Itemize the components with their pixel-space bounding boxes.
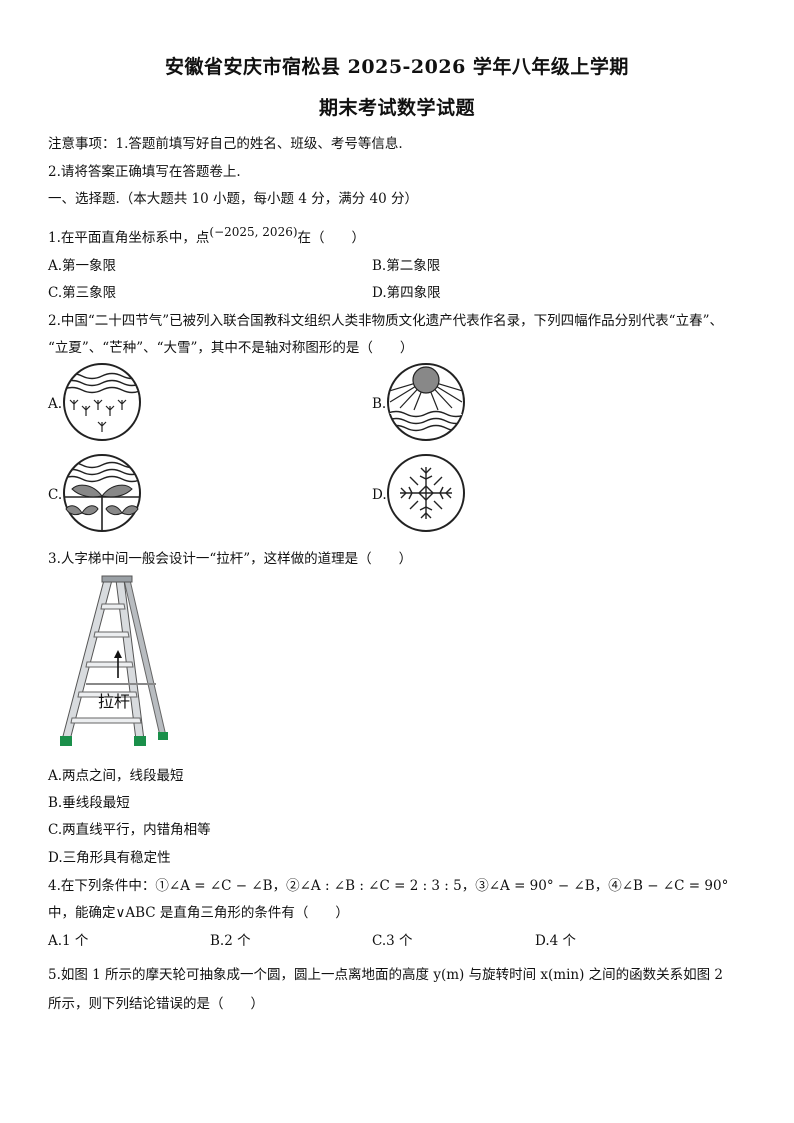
- q4-stem-2: 中，能确定∨ABC 是直角三角形的条件有（ ）: [48, 905, 349, 921]
- notice-1: 注意事项：1.答题前填写好自己的姓名、班级、考号等信息.: [48, 136, 403, 152]
- q1-option-d[interactable]: D.第四象限: [372, 285, 441, 301]
- q2-label-b[interactable]: B.: [372, 396, 387, 412]
- ladder-rod-label: 拉杆: [98, 692, 131, 711]
- q4-option-a[interactable]: A.1 个: [48, 933, 89, 949]
- notice-2: 2.请将答案正确填写在答题卷上.: [48, 164, 241, 180]
- page-title: 安徽省安庆市宿松县 2025-2026 学年八年级上学期: [165, 56, 629, 78]
- figure-c-grain-icon: [63, 454, 141, 532]
- q4-option-c[interactable]: C.3 个: [372, 933, 413, 949]
- q1-stem: 1.在平面直角坐标系中，点(−2025, 2026)在（ ）: [48, 225, 366, 246]
- q5-stem-1: 5.如图 1 所示的摩天轮可抽象成一个圆，圆上一点离地面的高度 y(m) 与旋转…: [48, 967, 724, 983]
- section-heading: 一、选择题.（本大题共 10 小题，每小题 4 分，满分 40 分）: [48, 191, 418, 207]
- q1-point: (−2025, 2026): [209, 225, 298, 239]
- q5-stem-2: 所示，则下列结论错误的是（ ）: [48, 996, 264, 1012]
- q1-option-a[interactable]: A.第一象限: [48, 258, 117, 274]
- q4-option-b[interactable]: B.2 个: [210, 933, 251, 949]
- q2-stem-1: 2.中国“二十四节气”已被列入联合国教科文组织人类非物质文化遗产代表作名录，下列…: [48, 313, 723, 329]
- q4-option-d[interactable]: D.4 个: [535, 933, 577, 949]
- q3-stem: 3.人字梯中间一般会设计一“拉杆”，这样做的道理是（ ）: [48, 551, 413, 567]
- q4-stem-1: 4.在下列条件中：①∠A = ∠C − ∠B，②∠A : ∠B : ∠C = 2…: [48, 878, 729, 894]
- ladder-figure-icon: [60, 575, 168, 746]
- figure-a-spring-icon: [63, 363, 141, 441]
- q3-option-b[interactable]: B.垂线段最短: [48, 795, 130, 811]
- q1-stem-a: 1.在平面直角坐标系中，点: [48, 230, 210, 246]
- q1-option-b[interactable]: B.第二象限: [372, 258, 441, 274]
- q3-option-c[interactable]: C.两直线平行，内错角相等: [48, 822, 211, 838]
- q3-option-d[interactable]: D.三角形具有稳定性: [48, 850, 171, 866]
- q2-label-d[interactable]: D.: [372, 487, 387, 503]
- q3-option-a[interactable]: A.两点之间，线段最短: [48, 768, 184, 784]
- page-subtitle: 期末考试数学试题: [318, 97, 475, 119]
- q2-label-a[interactable]: A.: [48, 396, 63, 412]
- q1-option-c[interactable]: C.第三象限: [48, 285, 117, 301]
- figure-d-snowflake-icon: [387, 454, 465, 532]
- q2-label-c[interactable]: C.: [48, 487, 63, 503]
- q1-stem-b: 在（ ）: [297, 230, 366, 246]
- figure-b-summer-icon: [387, 363, 465, 441]
- q2-stem-2: “立夏”、“芒种”、“大雪”，其中不是轴对称图形的是（ ）: [48, 340, 414, 356]
